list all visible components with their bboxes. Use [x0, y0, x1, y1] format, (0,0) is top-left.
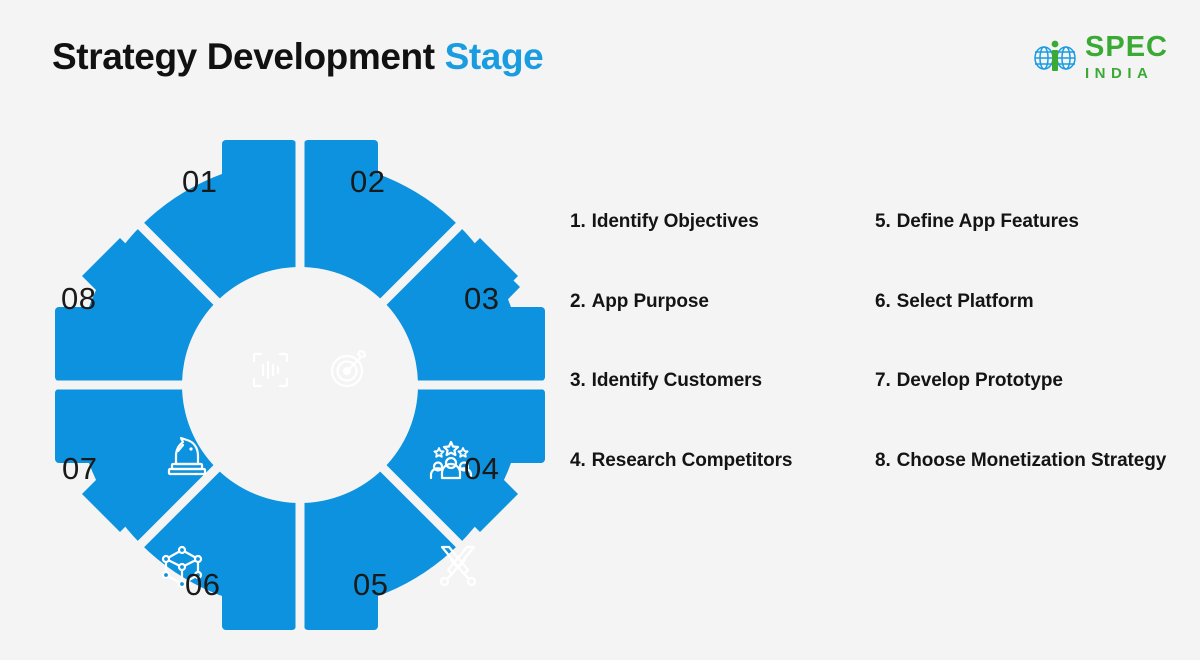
gear-number-01: 01: [182, 164, 218, 199]
list-item-label: App Purpose: [591, 290, 709, 312]
list-item-index: 6.: [875, 290, 891, 312]
wireframe-cube-icon: [161, 545, 203, 589]
list-item-index: 3.: [570, 370, 586, 392]
list-item-label: Choose Monetization Strategy: [896, 449, 1167, 471]
list-item-index: 8.: [875, 449, 891, 471]
steps-column-right: 5. Define App Features 6. Select Platfor…: [875, 208, 1175, 526]
list-item: 4. Research Competitors: [570, 447, 870, 475]
list-item-index: 2.: [570, 290, 586, 312]
people-stars-icon: [429, 440, 473, 480]
gear-number-05: 05: [353, 567, 389, 602]
gear-number-06: 06: [185, 567, 221, 602]
list-item: 6. Select Platform: [875, 288, 1175, 316]
gear-number-02: 02: [350, 164, 386, 199]
list-item: 5. Define App Features: [875, 208, 1175, 236]
page-title-main: Strategy Development: [52, 36, 435, 77]
list-item: 1. Identify Objectives: [570, 208, 870, 236]
gear-number-04: 04: [464, 451, 500, 486]
chess-knight-icon: [167, 436, 207, 476]
gear-graphic: [40, 140, 560, 630]
globe-i-icon: [1034, 40, 1076, 71]
logo-name: SPEC: [1085, 31, 1168, 63]
crossed-swords-icon: [439, 545, 477, 587]
gear-diagram: 01 02 03 04 05 06 07 08: [40, 140, 560, 630]
page-title: Strategy Development Stage: [52, 36, 544, 78]
page-header: Strategy Development Stage SPEC: [0, 0, 1200, 115]
steps-list: 1. Identify Objectives 2. App Purpose 3.…: [570, 208, 1170, 568]
list-item-label: Develop Prototype: [896, 370, 1063, 392]
steps-column-left: 1. Identify Objectives 2. App Purpose 3.…: [570, 208, 870, 526]
list-item: 3. Identify Customers: [570, 367, 870, 395]
list-item-index: 4.: [570, 449, 586, 471]
scan-waveform-icon: [252, 352, 289, 388]
logo-wordmark: SPEC INDIA: [1085, 31, 1168, 82]
list-item: 8. Choose Monetization Strategy: [875, 447, 1175, 475]
list-item-label: Select Platform: [896, 290, 1034, 312]
list-item-label: Identify Customers: [591, 370, 762, 392]
list-item-index: 1.: [570, 211, 586, 232]
gear-number-08: 08: [61, 281, 97, 316]
list-item-label: Identify Objectives: [591, 211, 759, 232]
gear-number-03: 03: [464, 281, 500, 316]
gear-hub: [182, 267, 418, 503]
list-item-label: Research Competitors: [591, 449, 793, 471]
target-dart-icon: [330, 349, 367, 388]
list-item-index: 7.: [875, 370, 891, 392]
page-title-accent: Stage: [444, 36, 544, 77]
list-item: 7. Develop Prototype: [875, 367, 1175, 395]
list-item-index: 5.: [875, 211, 891, 232]
logo-subtitle: INDIA: [1085, 65, 1154, 82]
brand-logo: SPEC INDIA: [1032, 33, 1168, 81]
list-item-label: Define App Features: [896, 211, 1079, 232]
gear-number-07: 07: [62, 451, 98, 486]
list-item: 2. App Purpose: [570, 288, 870, 316]
